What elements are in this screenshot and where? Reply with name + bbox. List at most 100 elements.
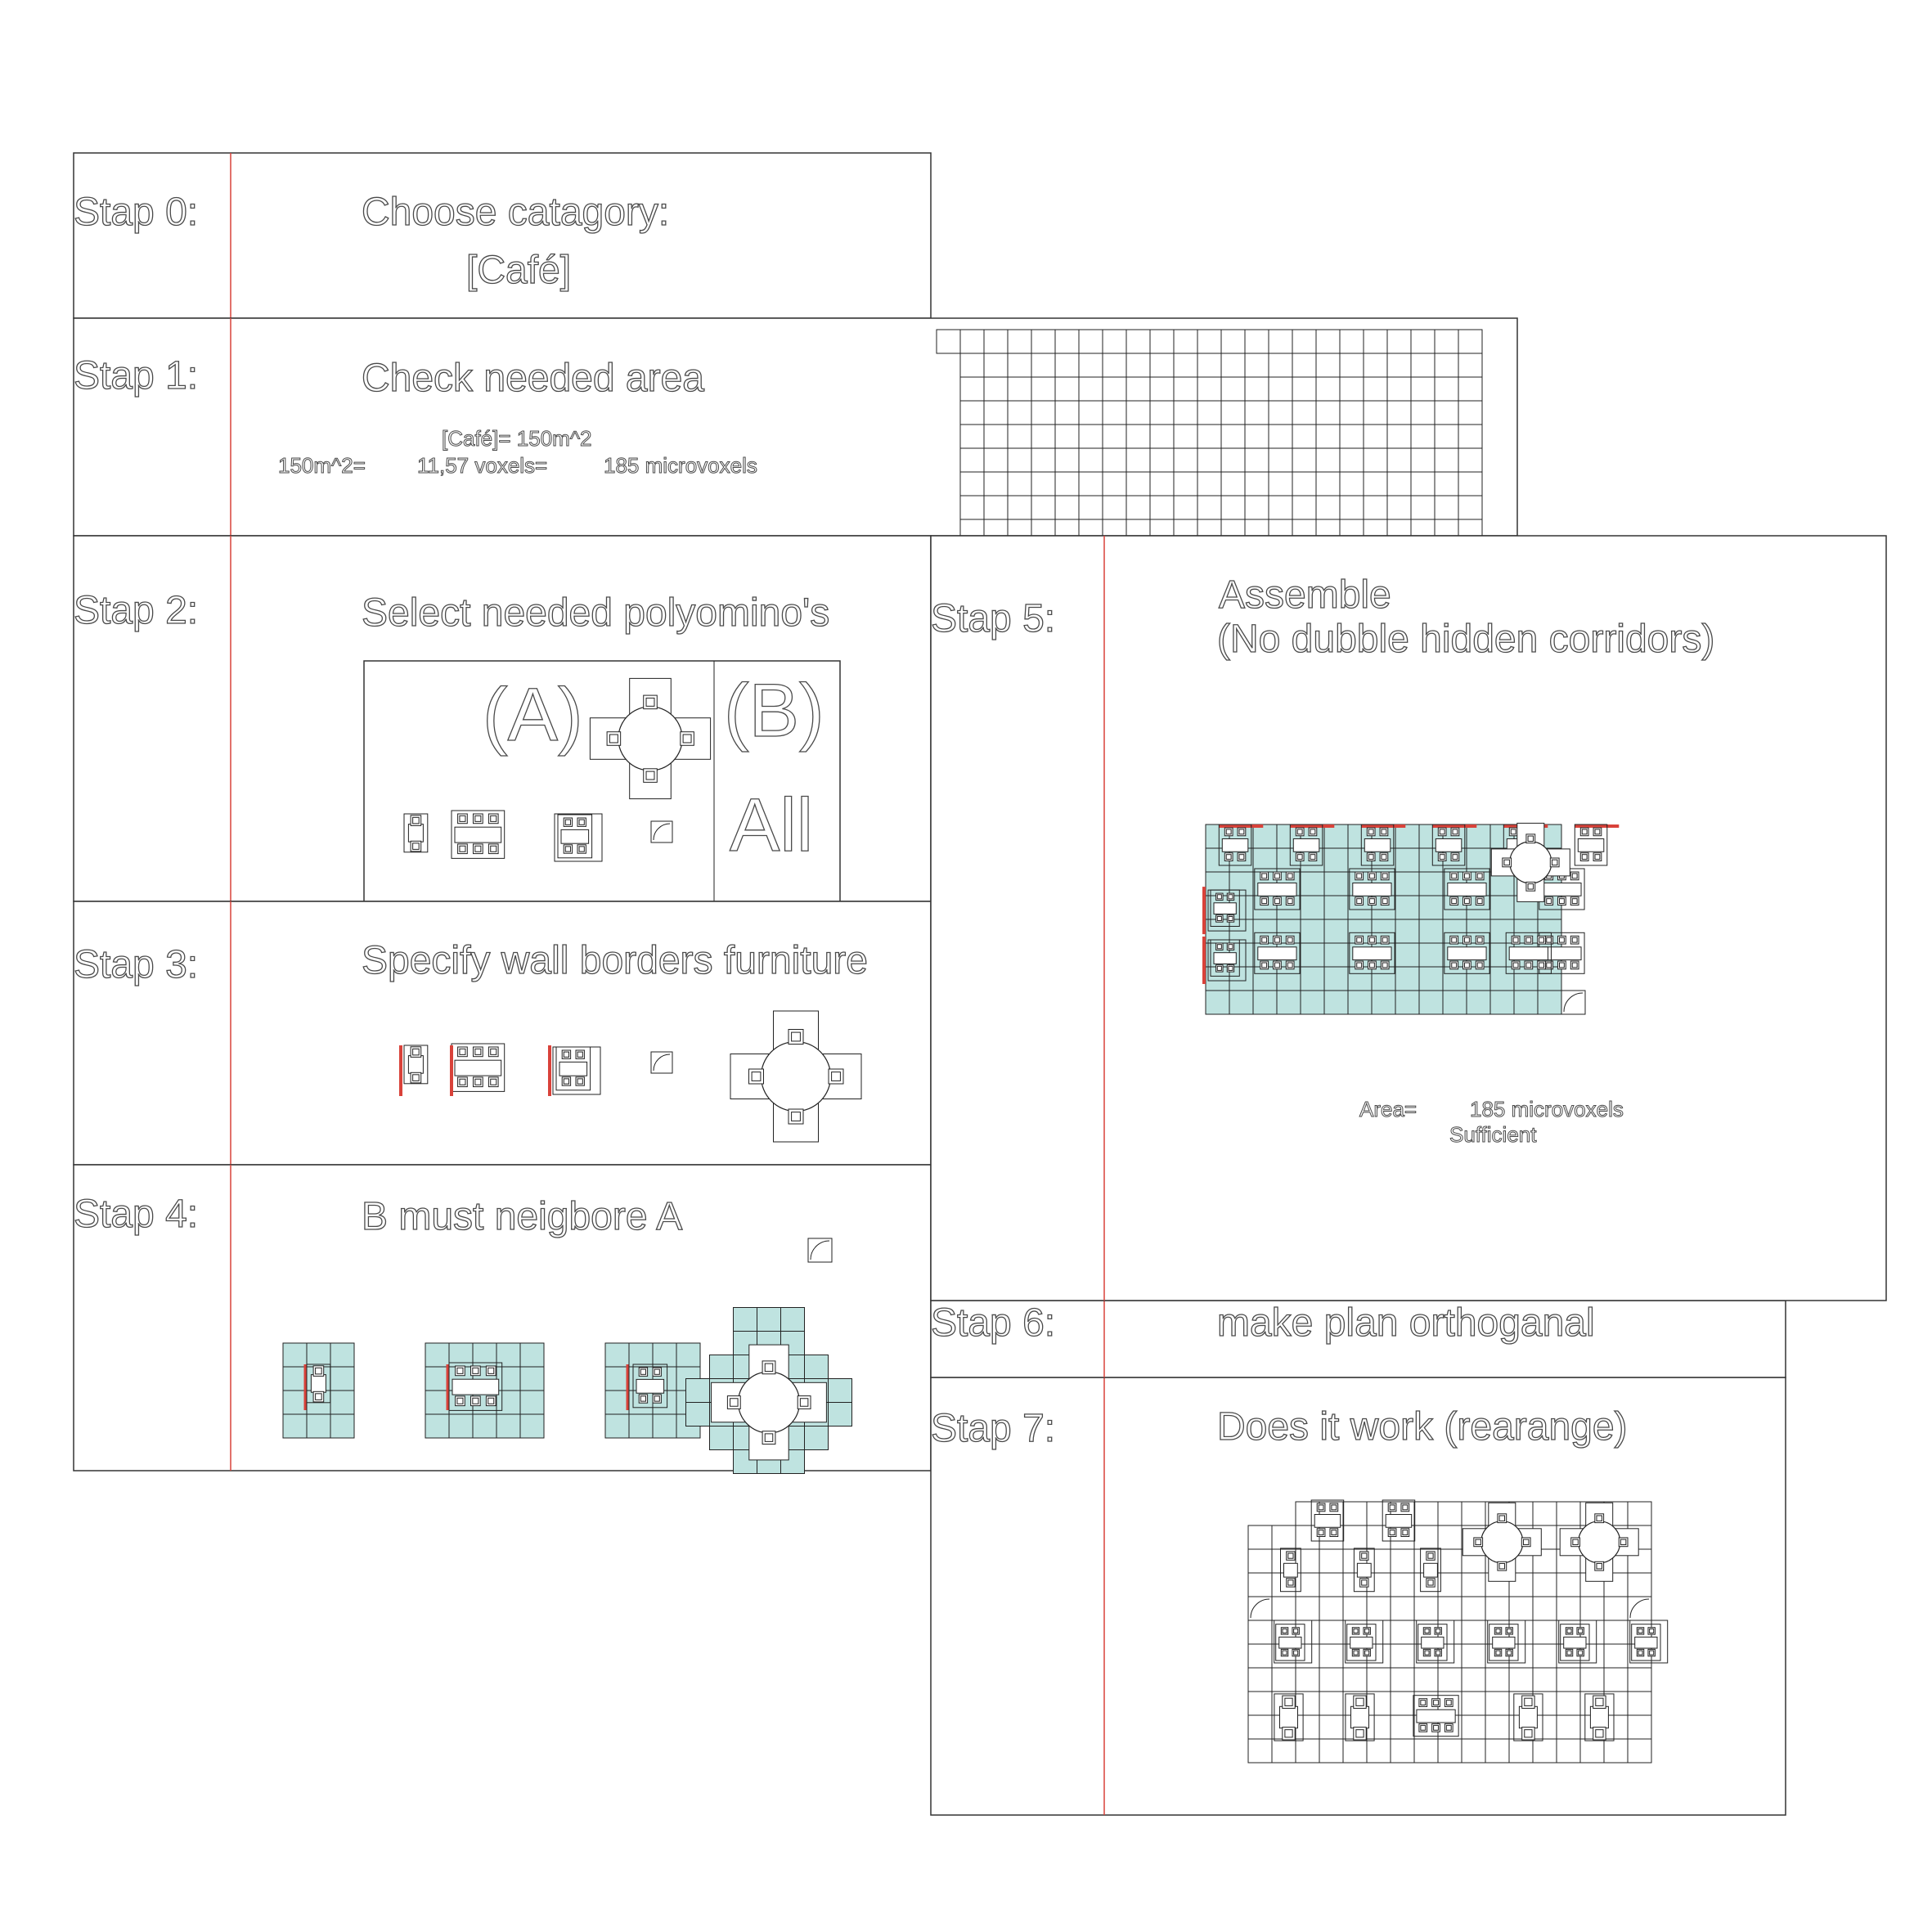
chair-back [1571, 962, 1578, 968]
chair [1434, 1627, 1442, 1635]
chair [1380, 896, 1390, 905]
voxel-cell [519, 1342, 545, 1368]
chair [1359, 1551, 1369, 1561]
chair-back [1571, 873, 1578, 879]
chair-back [1287, 898, 1293, 905]
step-4-label: Stap 4: [74, 1193, 198, 1236]
chair-back [490, 845, 497, 852]
chair-back [1578, 1650, 1584, 1656]
table-top [559, 1061, 588, 1076]
chair [1524, 960, 1534, 970]
chair-seat [1273, 935, 1282, 945]
table-top [1416, 1709, 1456, 1723]
round-table [618, 706, 683, 771]
chair-back [1274, 898, 1280, 905]
chair-seat [1434, 1627, 1442, 1635]
chair-back [1571, 898, 1578, 905]
chair [1316, 1503, 1326, 1512]
table-outline [1345, 1693, 1375, 1741]
chair [1570, 871, 1579, 881]
chair [487, 1046, 499, 1058]
chair-back [1451, 962, 1458, 968]
chair [1273, 935, 1282, 945]
chair [1508, 827, 1518, 837]
chair-seat [485, 1395, 496, 1407]
table-set [1505, 932, 1552, 974]
voxel-cell [1300, 966, 1325, 991]
voxel-cell [804, 1355, 829, 1379]
chair-back [1382, 898, 1388, 905]
voxel-cell [519, 1413, 545, 1439]
chair [1437, 852, 1447, 861]
table-top [1356, 1562, 1372, 1578]
chair [1285, 871, 1295, 881]
chair-seat [1280, 1627, 1289, 1635]
voxel-cell [652, 1342, 677, 1368]
voxel-cell [1418, 847, 1444, 873]
chair-back [1216, 944, 1222, 950]
voxel-cell [1395, 895, 1420, 920]
chair [1579, 852, 1589, 861]
chair-seat [1444, 1698, 1453, 1707]
chair [457, 813, 468, 824]
table-set [1275, 1624, 1305, 1661]
chair-back [1546, 898, 1552, 905]
chair [1215, 964, 1224, 973]
voxel-cell [1323, 824, 1349, 849]
table-outline [1560, 1624, 1590, 1661]
group-b-value: All [730, 784, 813, 867]
chair-back [1369, 937, 1375, 943]
voxel-cell [685, 1402, 710, 1427]
table-top [1447, 946, 1487, 961]
chair [1224, 852, 1233, 861]
chair [726, 1395, 741, 1409]
voxel-cell [780, 1307, 805, 1332]
table-top [310, 1374, 326, 1393]
panel-step-1: Stap 1: Check needed area [Café]= 150m^2… [73, 317, 1518, 544]
chair-back [1424, 1650, 1430, 1656]
small-table-set [1513, 1693, 1543, 1741]
chair-seat [1618, 1537, 1629, 1548]
chair-seat [1292, 1648, 1300, 1657]
chair-back [1464, 873, 1470, 879]
chair [1353, 1727, 1367, 1741]
table-set [1413, 1695, 1459, 1737]
voxel-cell [1276, 966, 1301, 991]
chair-back [1381, 829, 1387, 835]
table-top [1292, 838, 1320, 852]
chair [577, 844, 586, 854]
chair [1511, 935, 1521, 945]
voxel-cell [1466, 824, 1491, 849]
voxel-cell [604, 1366, 630, 1391]
chair [457, 1046, 468, 1058]
voxel-cell [1537, 990, 1562, 1015]
table-top [1213, 952, 1237, 964]
chair-back [1525, 937, 1532, 943]
chair [1282, 1695, 1296, 1710]
voxel-cell [1347, 966, 1373, 991]
table-outline [448, 1362, 503, 1411]
chair-seat [1295, 852, 1305, 861]
voxel-cell [1395, 871, 1420, 896]
chair-seat [563, 844, 573, 854]
step-4-title: B must neigbore A [362, 1195, 682, 1238]
chair [563, 844, 573, 854]
voxel-cell [1627, 1738, 1652, 1764]
round-table-cluster [589, 677, 712, 800]
chair-back [730, 1398, 739, 1407]
voxel-cell [1252, 990, 1278, 1015]
table-set [1210, 889, 1240, 927]
chair-seat [1316, 1528, 1326, 1537]
voxel-cell [1395, 919, 1420, 944]
chair-seat [1549, 857, 1560, 868]
chair [1544, 935, 1554, 945]
chair-seat [1351, 1627, 1360, 1635]
chair-seat [680, 731, 694, 746]
group-a-label: (A) [483, 673, 583, 757]
voxel-cell [1205, 871, 1230, 896]
chair-back [1353, 1650, 1359, 1656]
chair-seat [1400, 1528, 1410, 1537]
chair-back [1331, 1530, 1337, 1536]
chair-back [1638, 1650, 1643, 1656]
